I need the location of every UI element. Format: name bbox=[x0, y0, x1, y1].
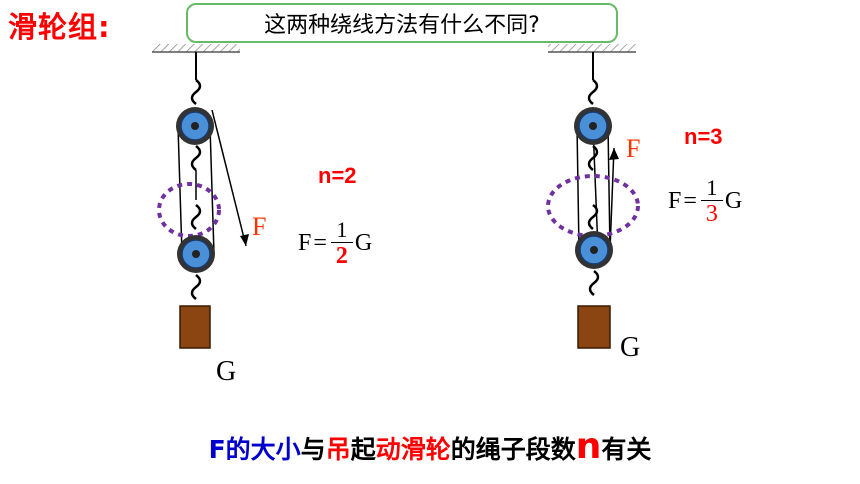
conclusion-part-up: 起 bbox=[350, 435, 376, 464]
left-fraction-numerator: 1 bbox=[336, 217, 348, 242]
left-formula-eq: = bbox=[313, 230, 327, 256]
right-n-label: n=3 bbox=[684, 124, 723, 149]
question-text: 这两种绕线方法有什么不同? bbox=[264, 13, 540, 38]
left-top-hook bbox=[190, 79, 202, 105]
left-weight-label: G bbox=[216, 356, 237, 387]
left-movable-pulley bbox=[177, 235, 215, 273]
right-fraction-denominator: 3 bbox=[705, 201, 718, 227]
conclusion-text: F的大小与吊起动滑轮的绳子段数n有关 bbox=[0, 426, 860, 467]
right-force-arrow bbox=[609, 148, 619, 160]
left-force-label: F bbox=[252, 212, 267, 241]
left-fixed-pulley bbox=[176, 107, 214, 145]
right-weight bbox=[577, 305, 611, 349]
right-movable-pulley bbox=[575, 231, 613, 269]
left-force-arrow bbox=[240, 234, 249, 246]
right-pulley-system bbox=[546, 44, 640, 349]
right-formula-f: F bbox=[668, 188, 682, 214]
right-ceiling bbox=[548, 44, 636, 52]
left-n-label: n=2 bbox=[318, 163, 357, 188]
left-formula: F = 1 2 G bbox=[298, 217, 373, 270]
conclusion-part-rope-segments: 的绳子段数 bbox=[450, 435, 576, 464]
right-force-label: F bbox=[626, 134, 641, 163]
conclusion-part-hang: 吊 bbox=[325, 435, 351, 464]
left-weight bbox=[179, 305, 211, 349]
left-rope bbox=[177, 125, 183, 255]
right-fixed-pulley bbox=[574, 107, 612, 145]
conclusion-part-n: n bbox=[575, 426, 602, 467]
right-formula-eq: = bbox=[683, 188, 697, 214]
left-fraction-denominator: 2 bbox=[335, 243, 348, 269]
conclusion-part-force: F的大小 bbox=[208, 435, 301, 464]
question-box: 这两种绕线方法有什么不同? bbox=[186, 3, 618, 43]
left-formula-g: G bbox=[354, 230, 373, 256]
left-fraction: 1 2 bbox=[330, 217, 353, 269]
left-dashed-circle bbox=[157, 182, 221, 238]
right-fraction-numerator: 1 bbox=[706, 175, 718, 200]
conclusion-part-with: 与 bbox=[300, 435, 326, 464]
right-rope bbox=[576, 125, 580, 251]
right-dashed-circle bbox=[546, 174, 640, 238]
left-formula-f: F bbox=[298, 230, 312, 256]
left-middle-hook bbox=[190, 204, 202, 230]
conclusion-part-movable-pulley: 动滑轮 bbox=[375, 435, 451, 464]
left-ceiling bbox=[152, 44, 240, 52]
right-formula: F = 1 3 G bbox=[668, 175, 743, 228]
conclusion-part-related: 有关 bbox=[601, 435, 652, 464]
right-fraction: 1 3 bbox=[700, 175, 723, 227]
right-weight-label: G bbox=[620, 332, 641, 363]
slide-title: 滑轮组: bbox=[8, 10, 111, 44]
left-pulley-system bbox=[152, 44, 249, 349]
right-formula-g: G bbox=[724, 188, 743, 214]
